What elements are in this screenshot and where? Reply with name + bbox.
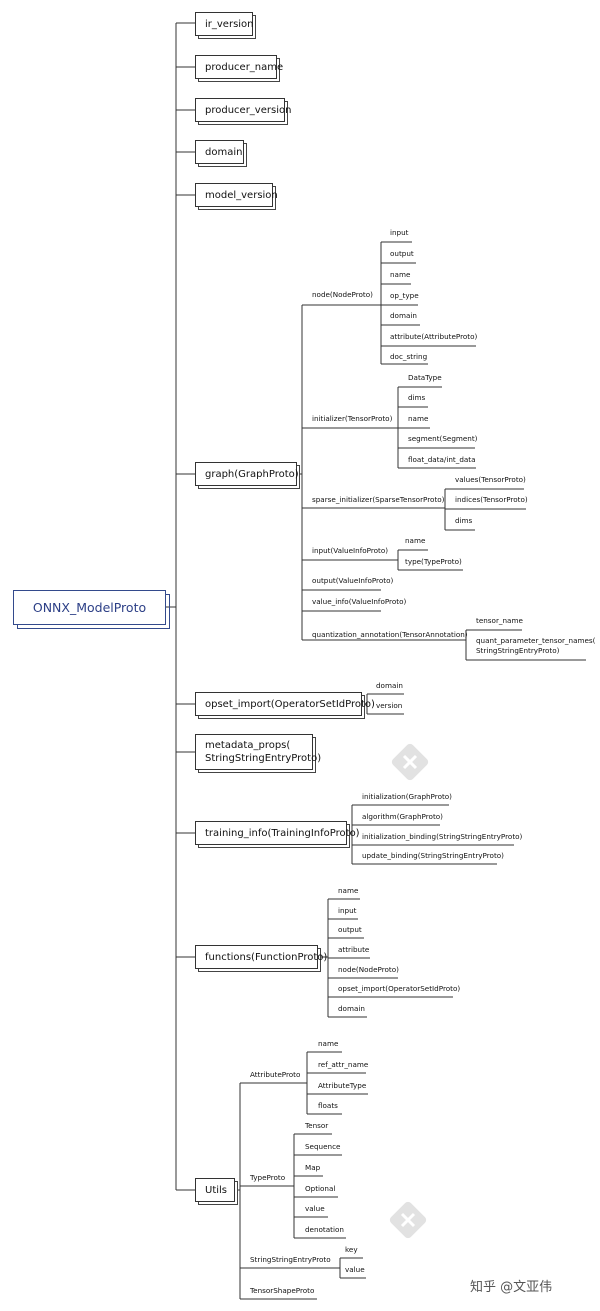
- node-graph[interactable]: graph(GraphProto): [195, 462, 299, 486]
- utils-string-string-entry-proto[interactable]: StringStringEntryProto: [250, 1255, 331, 1264]
- training-child[interactable]: initialization_binding(StringStringEntry…: [362, 832, 523, 841]
- node-functions[interactable]: functions(FunctionProto): [195, 945, 327, 969]
- initializer-child[interactable]: segment(Segment): [408, 434, 478, 443]
- string-entry-child[interactable]: key: [345, 1245, 358, 1254]
- root-node[interactable]: ONNX_ModelProto: [13, 590, 166, 625]
- node-child[interactable]: domain: [390, 311, 417, 320]
- quantization-child-line1[interactable]: quant_parameter_tensor_names(: [476, 636, 596, 645]
- type-proto-child[interactable]: Sequence: [305, 1142, 341, 1151]
- functions-child[interactable]: attribute: [338, 945, 370, 954]
- metadata-props-line1: metadata_props(: [205, 740, 291, 751]
- quantization-child[interactable]: tensor_name: [476, 616, 523, 625]
- node-metadata-props[interactable]: metadata_props( StringStringEntryProto): [195, 734, 321, 770]
- attribute-proto-child[interactable]: AttributeType: [318, 1081, 367, 1090]
- graph-value-info[interactable]: value_info(ValueInfoProto): [312, 597, 407, 606]
- graph-output[interactable]: output(ValueInfoProto): [312, 576, 394, 585]
- graph-initializer[interactable]: initializer(TensorProto): [312, 414, 393, 423]
- initializer-child[interactable]: dims: [408, 393, 426, 402]
- node-producer-version[interactable]: producer_version: [195, 98, 291, 122]
- node-child[interactable]: attribute(AttributeProto): [390, 332, 478, 341]
- functions-child[interactable]: name: [338, 886, 359, 895]
- functions-child[interactable]: domain: [338, 1004, 365, 1013]
- type-proto-child[interactable]: Tensor: [305, 1121, 329, 1130]
- node-child[interactable]: output: [390, 249, 414, 258]
- metadata-props-line2: StringStringEntryProto): [205, 753, 322, 764]
- node-child[interactable]: input: [390, 228, 409, 237]
- initializer-child[interactable]: float_data/int_data: [408, 455, 476, 464]
- attribute-proto-child[interactable]: name: [318, 1039, 339, 1048]
- functions-child[interactable]: output: [338, 925, 362, 934]
- functions-child[interactable]: input: [338, 906, 357, 915]
- type-proto-child[interactable]: Map: [305, 1163, 321, 1172]
- sparse-child[interactable]: dims: [455, 516, 473, 525]
- training-child[interactable]: algorithm(GraphProto): [362, 812, 443, 821]
- initializer-child[interactable]: DataType: [408, 373, 442, 382]
- functions-child[interactable]: node(NodeProto): [338, 965, 399, 974]
- zhihu-watermark: 知乎 @文亚伟: [470, 1280, 553, 1295]
- node-ir-version[interactable]: ir_version: [195, 12, 254, 36]
- node-model-version[interactable]: model_version: [195, 183, 278, 207]
- node-opset-import[interactable]: opset_import(OperatorSetIdProto): [195, 692, 375, 716]
- node-producer-name[interactable]: producer_name: [195, 55, 283, 79]
- node-domain[interactable]: domain: [195, 140, 244, 164]
- graph-quantization-annotation[interactable]: quantization_annotation(TensorAnnotation…: [312, 630, 468, 639]
- attribute-proto-child[interactable]: ref_attr_name: [318, 1060, 369, 1069]
- type-proto-child[interactable]: Optional: [305, 1184, 336, 1193]
- node-child[interactable]: op_type: [390, 291, 419, 300]
- training-child[interactable]: update_binding(StringStringEntryProto): [362, 851, 504, 860]
- string-entry-child[interactable]: value: [345, 1265, 365, 1274]
- graph-node[interactable]: node(NodeProto): [312, 290, 373, 299]
- utils-tensor-shape-proto[interactable]: TensorShapeProto: [250, 1286, 315, 1295]
- node-utils[interactable]: Utils: [195, 1178, 235, 1202]
- node-child[interactable]: doc_string: [390, 352, 428, 361]
- utils-attribute-proto[interactable]: AttributeProto: [250, 1070, 301, 1079]
- input-child[interactable]: type(TypeProto): [405, 557, 462, 566]
- opset-child[interactable]: version: [376, 701, 403, 710]
- functions-child[interactable]: opset_import(OperatorSetIdProto): [338, 984, 461, 993]
- type-proto-child[interactable]: denotation: [305, 1225, 344, 1234]
- node-training-info[interactable]: training_info(TrainingInfoProto): [195, 821, 360, 845]
- training-child[interactable]: initialization(GraphProto): [362, 792, 452, 801]
- sparse-child[interactable]: values(TensorProto): [455, 475, 526, 484]
- input-child[interactable]: name: [405, 536, 426, 545]
- graph-input[interactable]: input(ValueInfoProto): [312, 546, 389, 555]
- node-child[interactable]: name: [390, 270, 411, 279]
- opset-child[interactable]: domain: [376, 681, 403, 690]
- xmind-logo-icon: [389, 1201, 427, 1239]
- utils-type-proto[interactable]: TypeProto: [250, 1173, 286, 1182]
- xmind-logo-icon: [391, 743, 429, 781]
- quantization-child-line2[interactable]: StringStringEntryProto): [476, 646, 560, 655]
- sparse-child[interactable]: indices(TensorProto): [455, 495, 528, 504]
- type-proto-child[interactable]: value: [305, 1204, 325, 1213]
- attribute-proto-child[interactable]: floats: [318, 1101, 338, 1110]
- initializer-child[interactable]: name: [408, 414, 429, 423]
- graph-sparse-initializer[interactable]: sparse_initializer(SparseTensorProto): [312, 495, 445, 504]
